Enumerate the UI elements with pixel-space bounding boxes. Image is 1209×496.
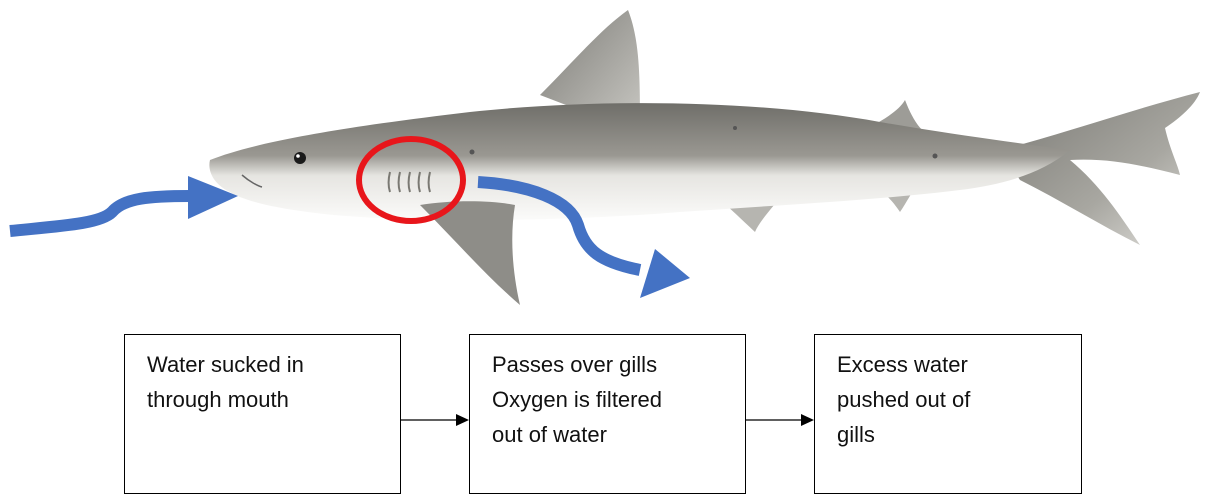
step-box-excess-water: Excess water pushed out of gills (814, 334, 1082, 494)
step-1-line-1: Water sucked in (147, 347, 400, 382)
step-3-line-3: gills (837, 417, 1081, 452)
step-3-line-1: Excess water (837, 347, 1081, 382)
step-box-gills: Passes over gills Oxygen is filtered out… (469, 334, 746, 494)
step-2-line-3: out of water (492, 417, 745, 452)
step-2-line-1: Passes over gills (492, 347, 745, 382)
step-box-mouth: Water sucked in through mouth (124, 334, 401, 494)
shark-illustration (0, 0, 1209, 310)
flow-arrow-2 (746, 414, 814, 426)
step-1-line-2: through mouth (147, 382, 400, 417)
incoming-water-arrow (10, 196, 190, 231)
flow-arrow-1 (401, 414, 469, 426)
step-3-line-2: pushed out of (837, 382, 1081, 417)
shark-body (209, 103, 1070, 220)
step-2-line-2: Oxygen is filtered (492, 382, 745, 417)
shark-eye (294, 152, 306, 164)
